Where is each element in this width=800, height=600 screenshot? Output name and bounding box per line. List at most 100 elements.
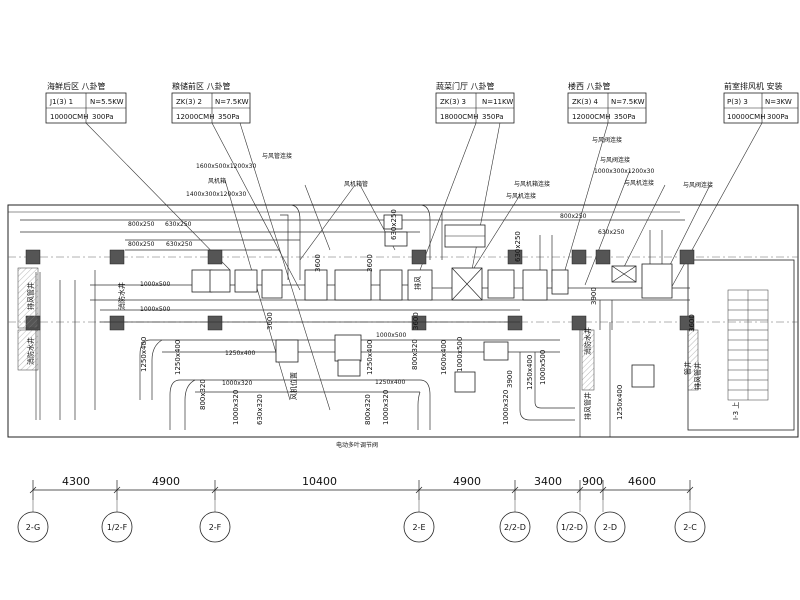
tag-cell: 300Pa: [767, 113, 789, 121]
equipment-tag-title: 楼西 八卦管: [568, 81, 611, 91]
tag-cell: 18000CMH: [440, 113, 478, 121]
duct-label: 630x250: [166, 241, 193, 248]
callout: 与风阀连接: [683, 181, 713, 189]
axis-label: 1/2-D: [561, 523, 583, 532]
callout: 1400x300x1200x30: [186, 191, 246, 198]
shaft-hatching: [17, 267, 699, 391]
dimension-value: 4900: [152, 475, 180, 488]
equipment-tag-title: 前室排风机 安装: [724, 81, 783, 91]
equipment-tag-2: 粮储前区 八卦管 ZK(3) 2 N=7.5KW 12000CMH 350Pa: [171, 81, 251, 124]
callout: 与风阀连接: [592, 136, 622, 144]
stair-label: I-3 上: [731, 402, 740, 420]
dimension-value: 3400: [534, 475, 562, 488]
tag-cell: 350Pa: [614, 113, 636, 121]
duct-label: 1000x320: [232, 390, 240, 425]
axis-label: 2/2-D: [504, 523, 526, 532]
tag-cell: P(3) 3: [727, 98, 748, 106]
elevation-mark: 3600: [688, 314, 696, 332]
callout: 1000x300x1200x30: [594, 168, 654, 175]
duct-label: 800x320: [411, 339, 419, 370]
room-label: 管井: [683, 361, 692, 375]
elevation-marks: 3600 3600 3600 3600 3900 3900 3600: [266, 254, 696, 388]
tag-cell: J1(3) 1: [49, 98, 73, 106]
equipment-tag-title: 蔬菜门厅 八卦管: [436, 81, 495, 91]
callout: 电动多叶调节阀: [336, 441, 378, 449]
tag-cell: 10000CMH: [50, 113, 88, 121]
tag-cell: N=3KW: [765, 98, 792, 106]
elevation-mark: 3900: [590, 287, 598, 305]
duct-label: 1000x500: [140, 281, 170, 288]
room-label: 排风管井: [693, 362, 702, 390]
duct-label: 1250x400: [225, 350, 255, 357]
duct-label: 1250x400: [616, 385, 624, 420]
axis-label: 2-C: [683, 523, 697, 532]
duct-label: 800x250: [560, 213, 587, 220]
tag-cell: 300Pa: [92, 113, 114, 121]
leader-lines: [85, 122, 763, 411]
tag-cell: N=11KW: [482, 98, 513, 106]
elevation-mark: 3600: [412, 312, 420, 330]
elevation-mark: 3900: [506, 370, 514, 388]
duct-label: 1250x400: [526, 355, 534, 390]
callout: 风机箱管: [344, 180, 368, 188]
duct-size-labels: 800x250 630x250 800x250 630x250 1000x500…: [128, 209, 625, 425]
duct-label: 1600x400: [440, 340, 448, 375]
duct-label: 800x320: [364, 394, 372, 425]
room-label: 排风: [413, 276, 422, 290]
duct-label: 630x250: [514, 231, 522, 262]
room-label: 排风管井: [583, 392, 592, 420]
tag-cell: N=5.5KW: [90, 98, 124, 106]
duct-label: 1000x320: [502, 390, 510, 425]
tag-cell: 350Pa: [482, 113, 504, 121]
tag-cell: ZK(3) 3: [440, 98, 466, 106]
equipment-tag-title: 海鲜后区 八卦管: [47, 81, 106, 91]
axis-label: 2-G: [26, 523, 40, 532]
equipment-tag-3: 蔬菜门厅 八卦管 ZK(3) 3 N=11KW 18000CMH 350Pa: [435, 81, 515, 124]
dimension-value: 900: [582, 475, 603, 488]
duct-label: 630x250: [598, 229, 625, 236]
elevation-mark: 3600: [366, 254, 374, 272]
tag-cell: N=7.5KW: [611, 98, 645, 106]
dimension-value: 4600: [628, 475, 656, 488]
axis-labels: 2-G 1/2-F 2-F 2-E 2/2-D 1/2-D 2-D 2-C: [26, 523, 697, 532]
room-label: 消防水井: [26, 337, 35, 365]
tag-cell: 10000CMH: [727, 113, 765, 121]
duct-label: 630x250: [165, 221, 192, 228]
duct-label: 800x250: [128, 221, 155, 228]
axis-leaders: [32, 500, 691, 512]
dimension-value: 10400: [302, 475, 337, 488]
axis-bubbles: [17, 511, 706, 543]
duct-label: 1000x320: [222, 380, 252, 387]
equipment-tag-5: 前室排风机 安装 P(3) 3 N=3KW 10000CMH 300Pa: [723, 81, 799, 124]
room-labels: 排风管井 消防水井 排风管井 消防水井 排风管井 消防水井 管井 排风: [26, 276, 702, 420]
duct-label: 800x320: [199, 379, 207, 410]
duct-label: 630x320: [256, 394, 264, 425]
axis-label: 2-F: [209, 523, 222, 532]
duct-label: 1250x400: [174, 340, 182, 375]
callout: 风机箱: [208, 177, 226, 185]
tag-cell: ZK(3) 4: [572, 98, 599, 106]
callout: 与风管连接: [262, 152, 292, 160]
elevation-mark: 3600: [266, 312, 274, 330]
equipment-symbols: [191, 214, 673, 393]
dimension-values: 4300 4900 10400 4900 3400 900 4600: [62, 475, 656, 488]
callouts: 与风管连接 与风阀连接 与风机连接 1600x500x1200x30 风机箱 1…: [186, 136, 713, 449]
tag-cell: 12000CMH: [572, 113, 610, 121]
callout: 与风机箱连接: [514, 180, 550, 188]
callout: 与风阀连接: [600, 156, 630, 164]
duct-label: 1250x400: [375, 379, 405, 386]
tag-cell: N=7.5KW: [215, 98, 249, 106]
tag-cell: 12000CMH: [176, 113, 214, 121]
duct-label: 1000x500: [539, 350, 547, 385]
dimension-value: 4300: [62, 475, 90, 488]
axis-label: 2-D: [603, 523, 617, 532]
duct-label: 1000x500: [456, 337, 464, 372]
callout: 风机位置: [289, 372, 298, 400]
duct-label: 800x250: [128, 241, 155, 248]
axis-label: 2-E: [412, 523, 425, 532]
equipment-tag-1: 海鲜后区 八卦管 J1(3) 1 N=5.5KW 10000CMH 300Pa: [45, 81, 127, 124]
dimension-value: 4900: [453, 475, 481, 488]
room-label: 消防水井: [583, 327, 592, 355]
duct-label: 1000x320: [382, 390, 390, 425]
